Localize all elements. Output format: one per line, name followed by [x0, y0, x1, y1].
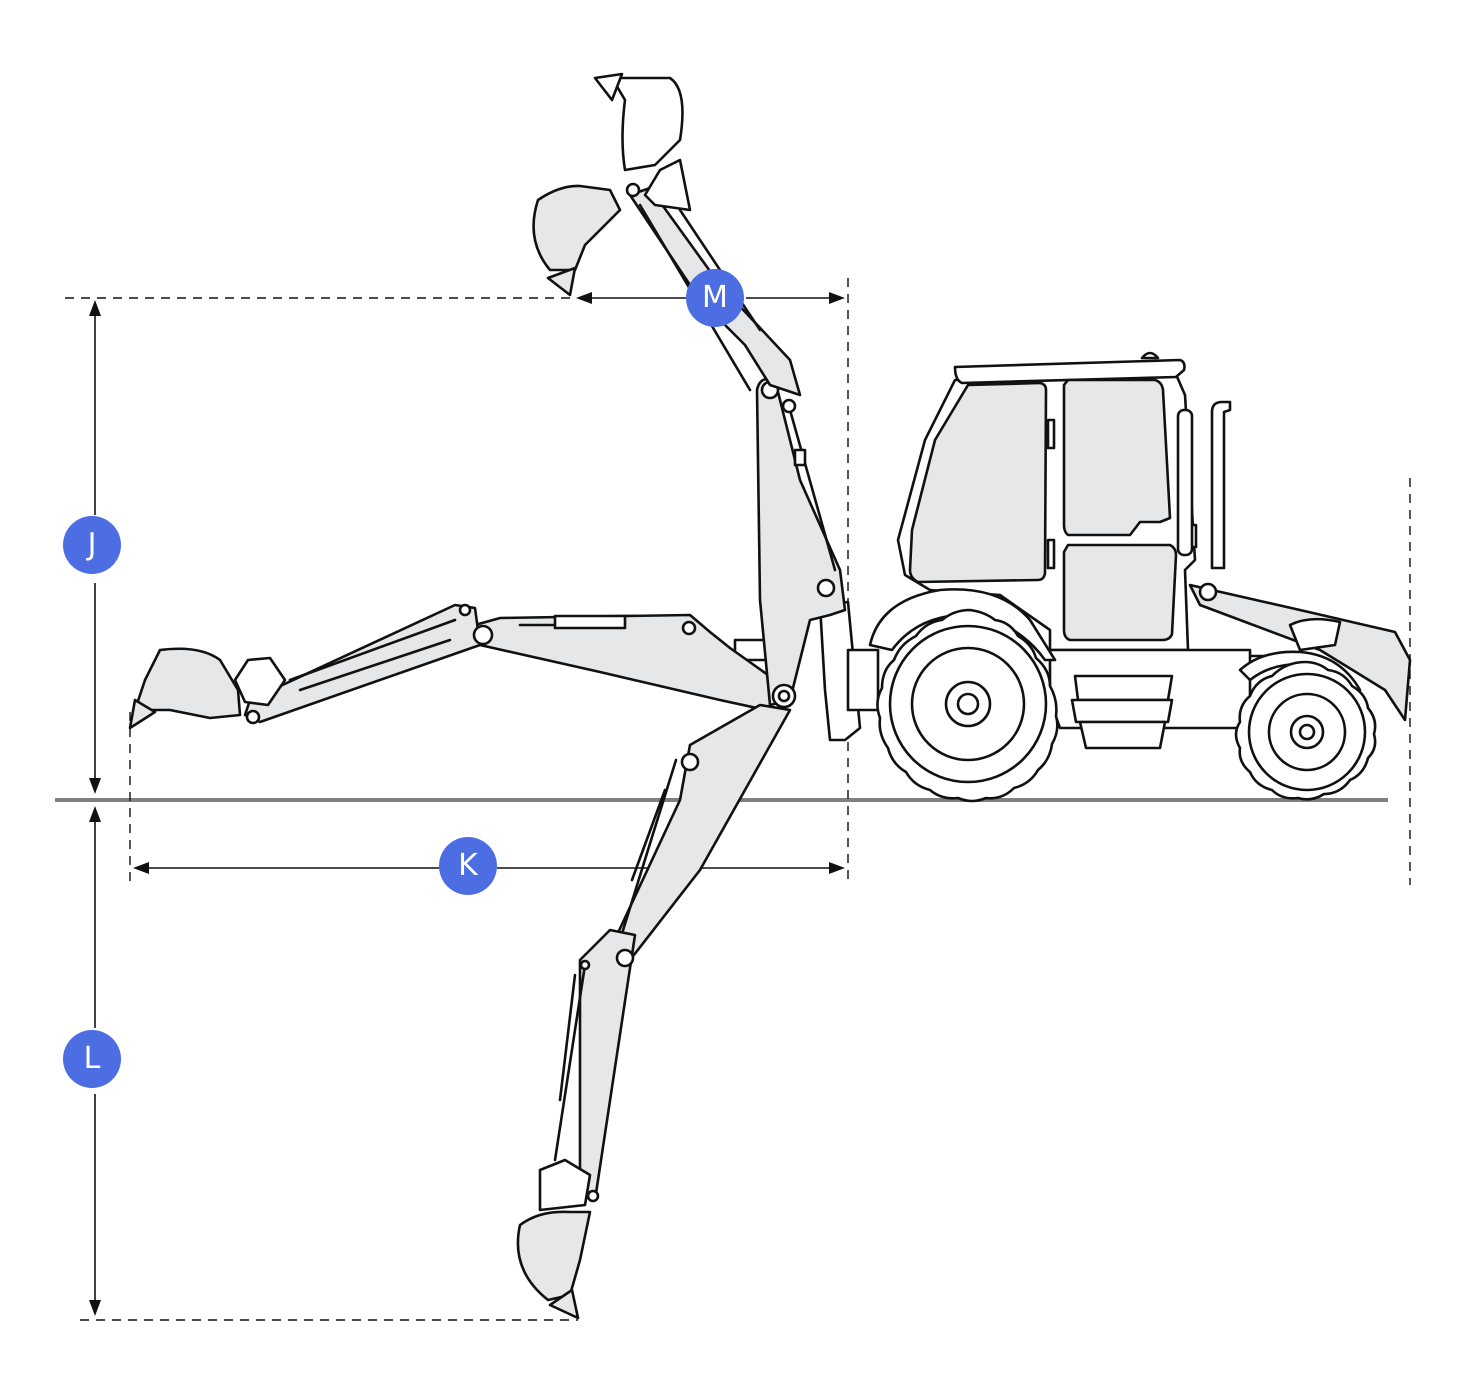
dimension-badge-j: J	[63, 516, 121, 574]
rear-wheel	[1234, 660, 1377, 801]
tractor-body	[733, 351, 1412, 750]
dimension-badge-m: M	[686, 269, 744, 327]
dimension-m-line	[576, 292, 845, 304]
reference-lines	[65, 278, 1411, 1321]
arm-downward	[516, 703, 792, 1320]
dimension-badge-l: L	[63, 1030, 121, 1088]
dimension-badge-k: K	[439, 837, 497, 895]
dimension-l-line	[89, 806, 101, 1316]
front-wheel	[876, 608, 1059, 803]
dimension-j-line	[89, 300, 101, 794]
arm-upward	[532, 72, 847, 709]
arm-horizontal	[128, 603, 792, 730]
